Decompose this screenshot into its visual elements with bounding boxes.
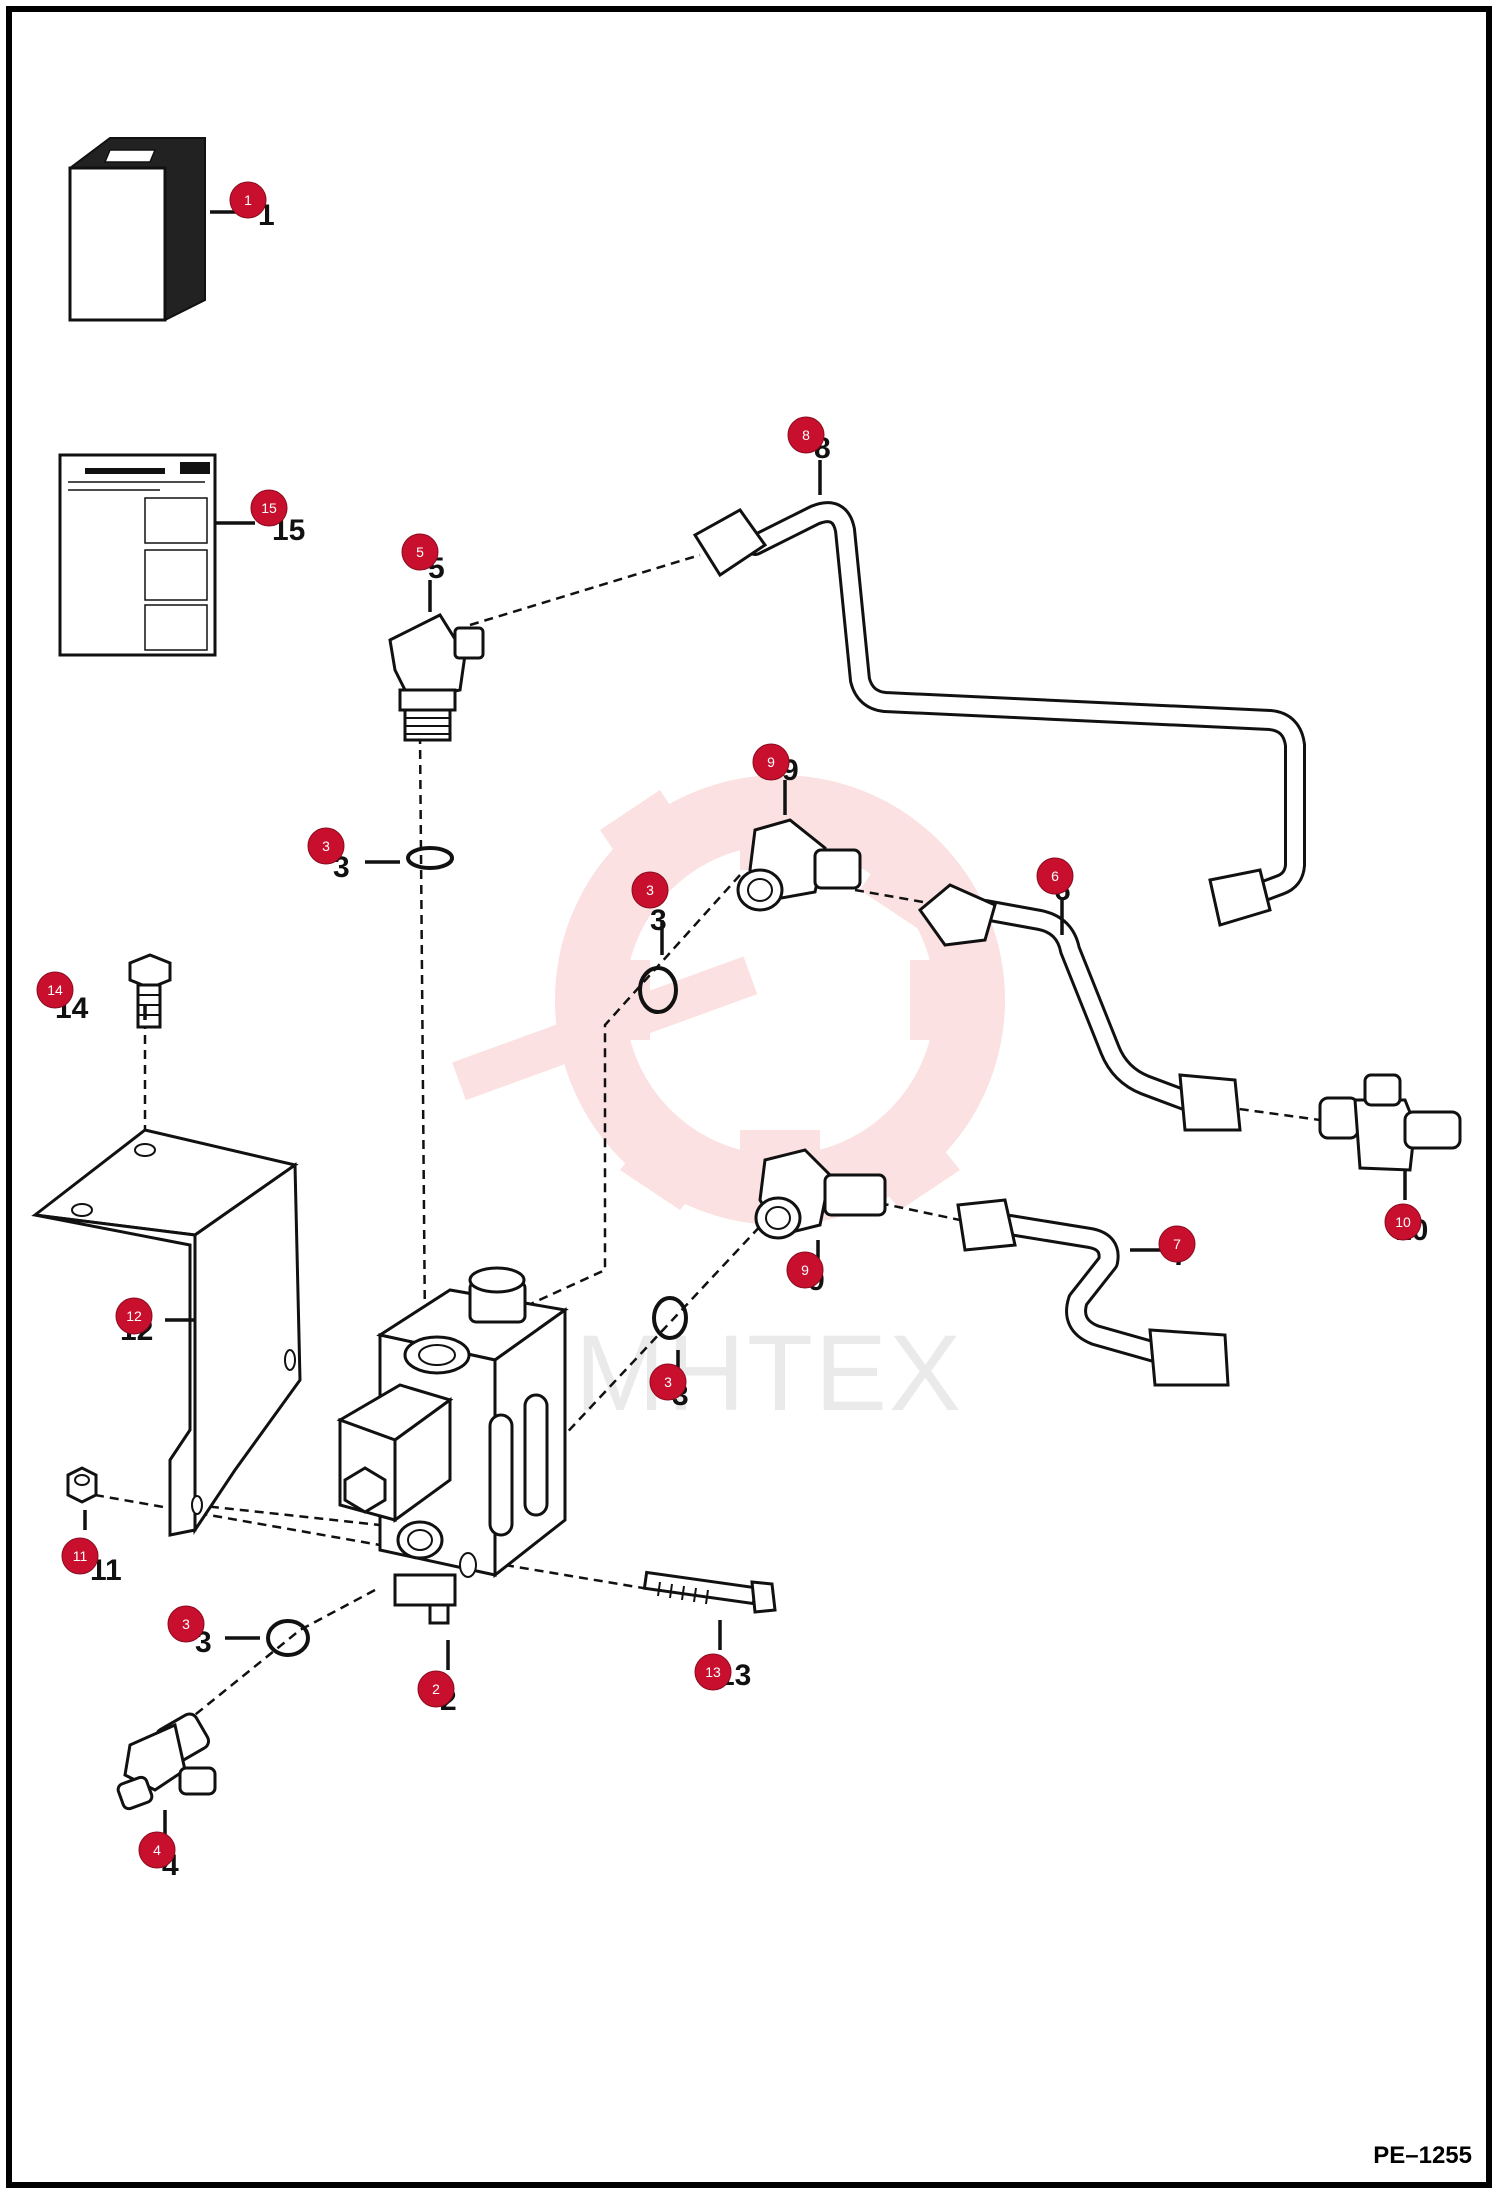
svg-text:8: 8	[802, 427, 810, 443]
manual-box	[68, 137, 206, 322]
svg-text:3: 3	[322, 838, 330, 854]
svg-text:3: 3	[182, 1616, 190, 1632]
svg-text:14: 14	[47, 982, 63, 998]
callout-12[interactable]: 12	[115, 1297, 153, 1335]
callout-markers: 1 2 3 3 3 3 4 5 6 7 8 9 9 10 11 12 13 14…	[36, 181, 1422, 1869]
diagram-reference-number: PE–1255	[1373, 2142, 1472, 2169]
callout-11[interactable]: 11	[61, 1537, 99, 1575]
callout-9-lower[interactable]: 9	[786, 1251, 824, 1289]
callout-7[interactable]: 7	[1158, 1225, 1196, 1263]
callout-9-upper[interactable]: 9	[752, 743, 790, 781]
bolt-14	[128, 953, 172, 1029]
elbow-fitting-9-upper	[736, 818, 862, 912]
svg-text:10: 10	[1395, 1214, 1411, 1230]
callout-3-mid[interactable]: 3	[631, 871, 669, 909]
svg-text:12: 12	[126, 1308, 142, 1324]
valve-block-2	[336, 1266, 569, 1625]
callout-15[interactable]: 15	[250, 489, 288, 527]
nut-11	[66, 1466, 98, 1504]
svg-text:15: 15	[261, 500, 277, 516]
watermark-text: MHTEX	[575, 1312, 963, 1433]
elbow-fitting-5	[388, 613, 485, 742]
o-ring-3-low	[652, 1296, 688, 1340]
o-ring-3-top	[406, 846, 454, 870]
svg-text:3: 3	[664, 1374, 672, 1390]
svg-text:7: 7	[1173, 1236, 1181, 1252]
svg-text:9: 9	[767, 754, 775, 770]
callout-1[interactable]: 1	[229, 181, 267, 219]
instruction-sheet	[58, 453, 217, 657]
callout-5[interactable]: 5	[401, 533, 439, 571]
callout-10[interactable]: 10	[1384, 1203, 1422, 1241]
o-ring-3-mid	[638, 966, 678, 1014]
callout-2[interactable]: 2	[417, 1670, 455, 1708]
svg-text:9: 9	[801, 1262, 809, 1278]
callout-3-low[interactable]: 3	[649, 1363, 687, 1401]
callout-8[interactable]: 8	[787, 416, 825, 454]
part-number-3-mid: 3	[650, 904, 667, 937]
leader-lines	[83, 210, 1407, 1840]
svg-text:6: 6	[1051, 868, 1059, 884]
bolt-13	[642, 1570, 777, 1614]
svg-text:2: 2	[432, 1681, 440, 1697]
svg-text:3: 3	[646, 882, 654, 898]
tee-fitting-10	[1318, 1073, 1462, 1172]
callout-3-top[interactable]: 3	[307, 827, 345, 865]
callout-4[interactable]: 4	[138, 1831, 176, 1869]
svg-text:11: 11	[73, 1548, 88, 1564]
tube-6	[917, 883, 1242, 1132]
callout-6[interactable]: 6	[1036, 857, 1074, 895]
svg-text:5: 5	[416, 544, 424, 560]
svg-text:4: 4	[153, 1842, 161, 1858]
elbow-fitting-9-lower	[754, 1148, 887, 1240]
svg-text:1: 1	[244, 192, 252, 208]
callout-3-bottom[interactable]: 3	[167, 1605, 205, 1643]
bracket-12	[31, 1128, 302, 1537]
part-numbers: 1 8 15 5 9 3 3 6 14 10 12 7 9 3 11 3 13 …	[55, 199, 1428, 1882]
callout-14[interactable]: 14	[36, 971, 74, 1009]
fitting-4	[116, 1712, 217, 1811]
tube-7	[956, 1198, 1230, 1387]
tube-8	[692, 501, 1306, 927]
svg-text:13: 13	[705, 1664, 721, 1680]
callout-13[interactable]: 13	[694, 1653, 732, 1691]
o-ring-3-bottom	[266, 1619, 310, 1657]
diagram-frame	[6, 6, 1492, 2188]
